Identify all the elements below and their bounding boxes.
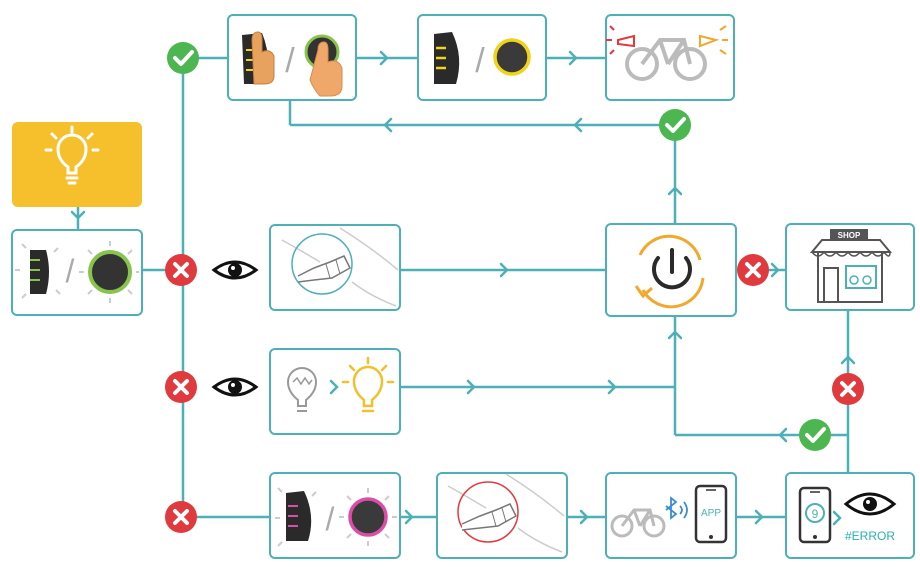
working-bulb-icon bbox=[341, 356, 395, 413]
cross-icon bbox=[737, 254, 769, 286]
error-code-label: #ERROR bbox=[845, 529, 895, 543]
bike-shop-box: SHOP bbox=[785, 223, 915, 311]
led-yellow-box: / bbox=[417, 14, 547, 101]
bulb-arrow-icon bbox=[329, 379, 339, 395]
phone-error-digit: 9 bbox=[812, 507, 819, 521]
power-button-magenta-icon bbox=[339, 488, 397, 546]
eye-icon bbox=[211, 377, 259, 397]
cable-connector-red-icon bbox=[447, 473, 565, 553]
bluetooth-app-box: APP bbox=[605, 472, 737, 559]
battery-led-icon bbox=[15, 243, 61, 299]
arrow-heads bbox=[70, 50, 856, 525]
battery-yellow-led-icon bbox=[434, 32, 460, 84]
cross-icon bbox=[165, 254, 197, 286]
app-label: APP bbox=[701, 508, 721, 519]
bike-lights-on-box bbox=[605, 14, 735, 101]
cable-check-red-box bbox=[436, 472, 568, 559]
cable-inspection-box bbox=[269, 224, 401, 311]
slash-separator: / bbox=[326, 501, 335, 537]
led-magenta-box: / bbox=[269, 472, 401, 559]
slash-separator: / bbox=[475, 42, 485, 80]
bluetooth-icon bbox=[665, 496, 688, 520]
check-icon bbox=[799, 419, 831, 451]
shop-sign-label: SHOP bbox=[838, 231, 861, 240]
cable-connector-icon bbox=[281, 227, 399, 307]
front-light-icon bbox=[699, 25, 728, 55]
battery-press-icon bbox=[242, 31, 275, 85]
broken-bulb-icon bbox=[286, 367, 318, 412]
check-icon bbox=[659, 109, 691, 141]
press-button-box: / bbox=[227, 14, 357, 101]
slash-separator: / bbox=[285, 42, 295, 80]
start-light-box bbox=[12, 122, 142, 207]
rear-light-icon bbox=[606, 25, 635, 55]
error-code-box: 9 #ERROR bbox=[785, 472, 915, 559]
cross-icon bbox=[165, 371, 197, 403]
battery-magenta-led-icon bbox=[275, 487, 317, 547]
smartphone-icon bbox=[694, 484, 728, 544]
eye-icon bbox=[843, 492, 897, 516]
bike-shop-icon: SHOP bbox=[809, 229, 893, 303]
phone-error-icon bbox=[798, 486, 832, 544]
button-press-icon bbox=[304, 34, 343, 97]
cross-icon bbox=[165, 501, 197, 533]
power-button-yellow-icon bbox=[493, 38, 531, 76]
slash-separator: / bbox=[66, 253, 75, 289]
lightbulb-icon bbox=[44, 125, 100, 185]
cross-icon bbox=[832, 373, 864, 405]
bike-with-lights-icon bbox=[606, 25, 728, 81]
bike-icon bbox=[610, 508, 666, 538]
device-status-box: / bbox=[11, 229, 143, 316]
restart-box bbox=[605, 223, 737, 317]
power-button-led-icon bbox=[79, 241, 139, 303]
error-arrow-icon bbox=[832, 510, 842, 526]
eye-icon bbox=[211, 260, 259, 280]
restart-power-icon bbox=[634, 234, 705, 309]
bulb-replace-box bbox=[269, 348, 401, 435]
check-icon bbox=[167, 42, 199, 74]
